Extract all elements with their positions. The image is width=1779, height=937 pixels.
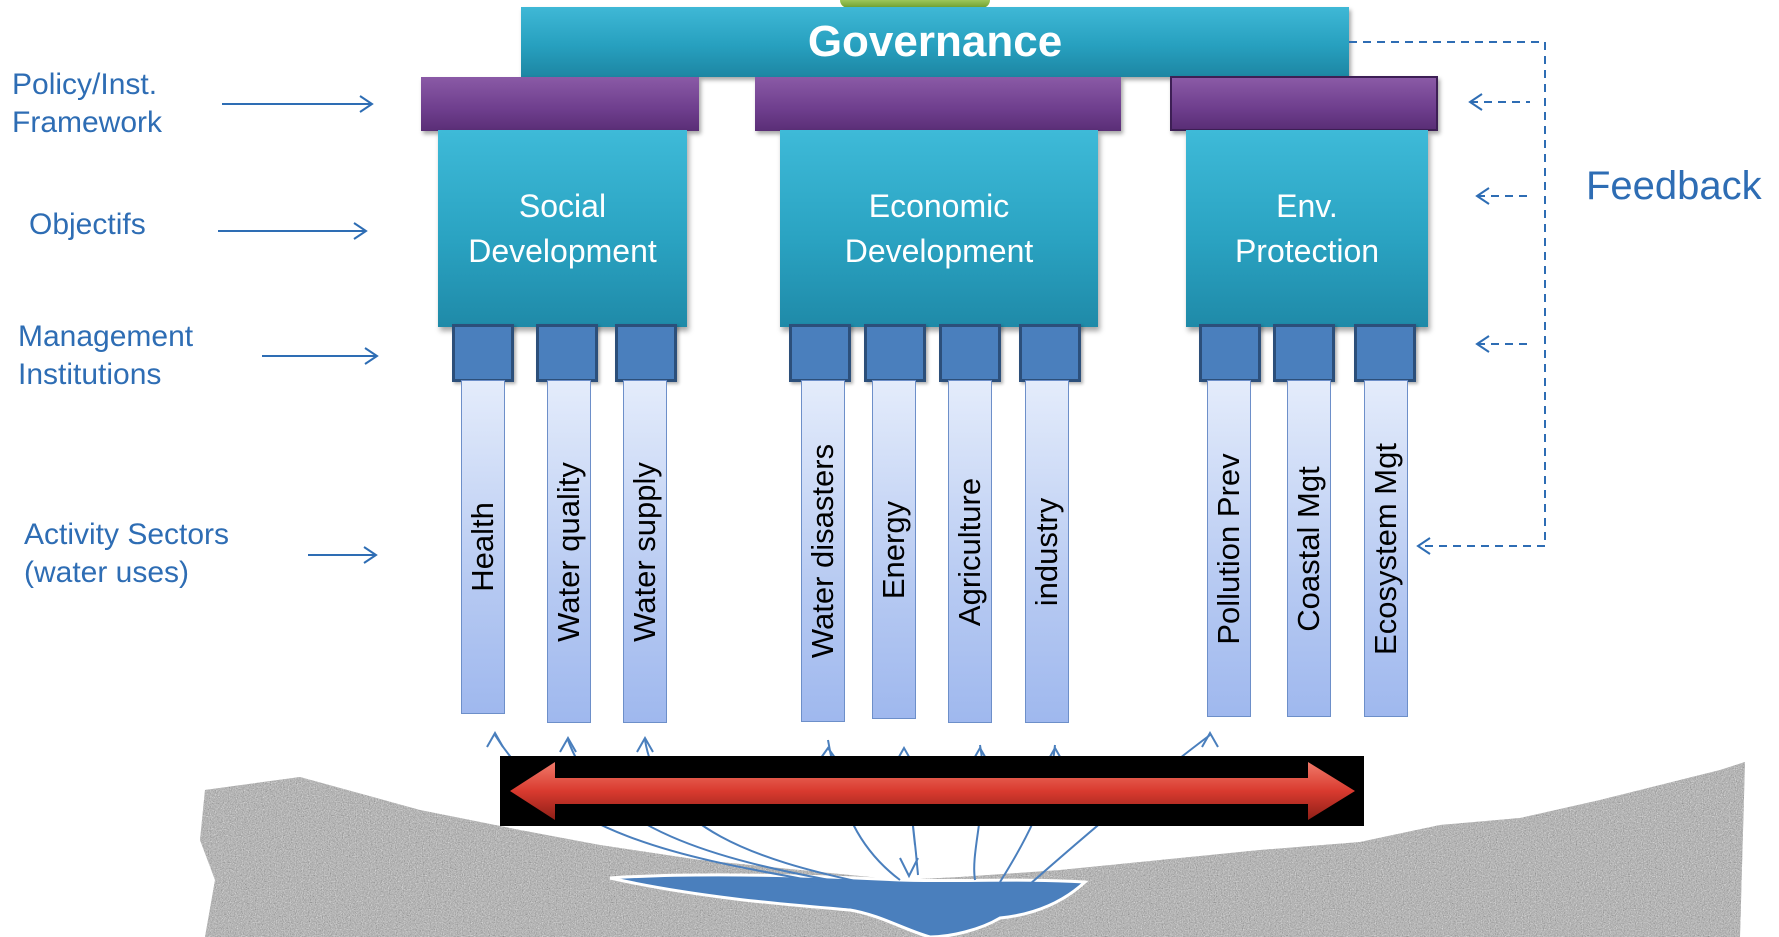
sector-pillar-coastal-mgt: Coastal Mgt [1287,380,1331,717]
row-label-management: Management Institutions [18,318,193,394]
sector-pillar-water-quality: Water quality [547,380,591,723]
sector-pillar-pollution-prev: Pollution Prev [1207,380,1251,717]
row-label-objectifs: Objectifs [29,206,146,244]
objective-env: Env. Protection [1186,130,1428,327]
double-arrow-icon [510,762,1355,820]
objective-social-line1: Social [518,187,607,224]
sector-pillar-water-disasters: Water disasters [801,380,845,722]
sector-pillar-ecosystem-mgt: Ecosystem Mgt [1364,380,1408,717]
sector-pillar-industry: industry [1025,380,1069,723]
objective-economic: Economic Development [780,130,1098,327]
row-label-policy-line2: Framework [12,106,163,139]
objective-social-line2: Development [468,232,657,269]
sector-pillar-agriculture: Agriculture [948,380,992,723]
arrow-right-icon [364,347,379,365]
row-label-policy: Policy/Inst. Framework [12,66,162,142]
institution-box [615,324,677,382]
row-label-management-line2: Institutions [18,358,162,391]
row-label-management-line1: Management [18,320,194,353]
institution-box [536,324,598,382]
objective-env-line2: Protection [1234,232,1380,269]
sector-pillar-health: Health [461,380,505,714]
label-arrows [218,95,379,564]
feedback-label: Feedback [1586,164,1762,208]
governance-title: Governance [807,17,1063,66]
row-label-objectifs-line1: Objectifs [29,208,146,241]
governance-bar: Governance [521,7,1349,77]
governance-cap [840,0,990,8]
sector-pillar-water-supply: Water supply [623,380,667,723]
arrow-left-icon [1475,187,1490,205]
row-label-activity-line1: Activity Sectors [24,518,230,551]
arrow-right-icon [359,95,374,113]
arrow-left-icon [1416,537,1431,555]
institution-box [789,324,851,382]
objective-economic-line2: Development [844,232,1034,269]
sector-pillar-energy: Energy [872,380,916,719]
row-label-activity-line2: (water uses) [24,556,190,589]
policy-bar-economic [755,77,1121,131]
row-label-policy-line1: Policy/Inst. [12,68,158,101]
arrow-right-icon [353,222,368,240]
institution-box [452,324,514,382]
objective-social: Social Development [438,130,687,327]
policy-bar-social [421,77,699,131]
arrow-right-icon [363,546,378,564]
row-label-activity: Activity Sectors (water uses) [24,516,229,592]
objective-economic-line1: Economic [868,187,1010,224]
arrow-left-icon [1475,335,1490,353]
arrow-left-icon [1468,93,1483,111]
objective-env-line1: Env. [1276,187,1338,224]
